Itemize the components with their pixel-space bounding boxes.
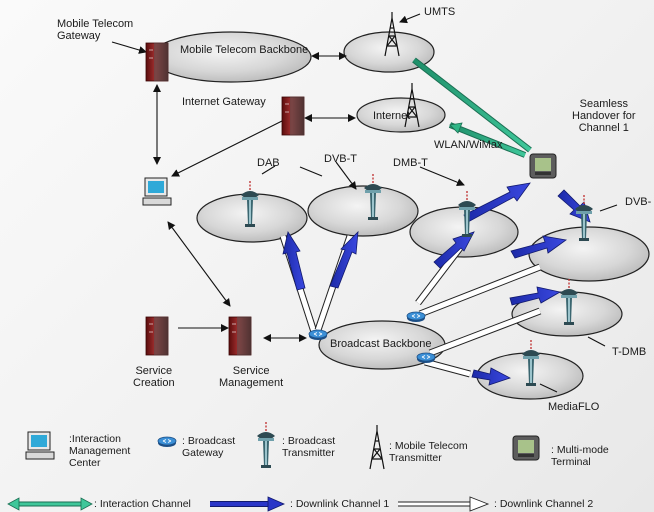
umts-label: UMTS <box>424 6 456 18</box>
broadcast-gateway-icon <box>416 352 436 364</box>
legend-tower-icon <box>256 421 276 469</box>
service-creation-label: Service Creation <box>133 365 175 389</box>
broadcast-backbone-label: Broadcast Backbone <box>330 338 432 350</box>
legend-terminal-icon <box>512 435 540 461</box>
multimode-terminal-icon <box>529 153 557 179</box>
broadcast-gateway-icon <box>308 329 328 341</box>
interaction-channel-arrows <box>412 57 532 158</box>
mediaflo-label: MediaFLO <box>548 401 600 413</box>
broadcast-gateway-icon <box>406 311 426 323</box>
service-management-server-icon <box>228 316 252 356</box>
legend-interaction-center-label: :Interaction Management Center <box>69 433 131 469</box>
legend-mobile-transmitter-label: : Mobile Telecom Transmitter <box>389 440 468 464</box>
internet-gateway-server-icon <box>281 96 305 136</box>
legend-broadcast-gateway-label: : Broadcast Gateway <box>182 435 236 459</box>
connector-arrows <box>111 13 618 393</box>
service-management-label: Service Management <box>219 365 284 389</box>
service-creation-server-icon <box>145 316 169 356</box>
legend-multimode-terminal-label: : Multi-mode Terminal <box>551 444 609 468</box>
dvbt-label: DVB-T <box>324 153 357 165</box>
downlink-channel-1-arrows <box>282 182 591 386</box>
legend-broadcast-transmitter-label: : Broadcast Transmitter <box>282 435 336 459</box>
legend-mast-icon <box>369 424 385 470</box>
interaction-center-pc-icon <box>142 177 172 206</box>
cloud-dvbh <box>528 226 650 282</box>
seamless-handover-label: Seamless Handover for Channel 1 <box>572 98 636 134</box>
cloud-mobile-backbone <box>150 31 312 83</box>
dab-label: DAB <box>257 157 280 169</box>
dvbh-label: DVB- <box>625 196 652 208</box>
mobile-gateway-server-icon <box>145 42 169 82</box>
legend-downlink1-arrow <box>210 496 285 512</box>
legend-interaction-channel-label: : Interaction Channel <box>94 498 191 510</box>
legend-downlink-2-label: : Downlink Channel 2 <box>494 498 594 510</box>
mobile-gateway-label: Mobile Telecom Gateway <box>57 18 134 42</box>
cloud-dvbt <box>307 185 419 237</box>
dmbt-label: DMB-T <box>393 157 428 169</box>
cloud-internet <box>356 97 446 133</box>
legend-downlink-1-label: : Downlink Channel 1 <box>290 498 390 510</box>
legend-pc-icon <box>25 431 55 460</box>
mobile-backbone-label: Mobile Telecom Backbone <box>180 44 309 56</box>
legend-icons <box>7 421 540 512</box>
legend-interaction-arrow <box>7 497 93 511</box>
wlan-label: WLAN/WiMax <box>434 139 503 151</box>
tdmb-label: T-DMB <box>612 346 647 358</box>
legend-gateway-icon <box>157 436 177 448</box>
internet-label: Internet <box>373 110 411 122</box>
internet-gateway-label: Internet Gateway <box>182 96 266 108</box>
legend-downlink2-arrow <box>398 496 490 512</box>
